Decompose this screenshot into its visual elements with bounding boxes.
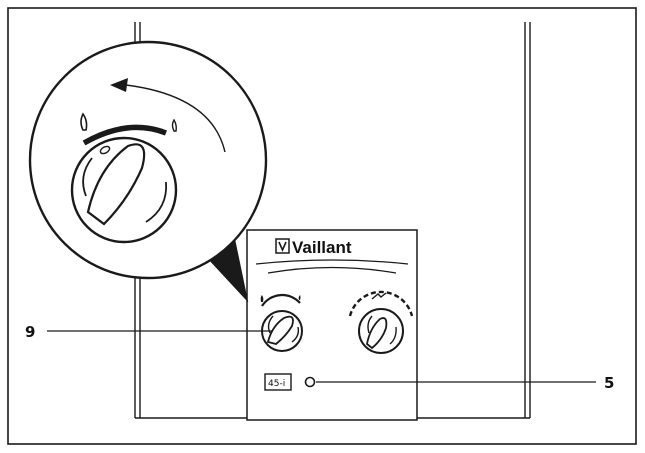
magnified-detail bbox=[28, 40, 268, 303]
magnified-knob bbox=[70, 136, 178, 244]
callout-9-label: 9 bbox=[25, 323, 35, 341]
large-flame-icon bbox=[260, 295, 264, 302]
callout-5: 5 bbox=[316, 374, 614, 392]
panel-groove-top bbox=[255, 259, 409, 265]
indicator-lamp bbox=[304, 376, 316, 388]
water-temperature-knob[interactable] bbox=[348, 290, 414, 354]
flame-scale-arc bbox=[82, 124, 168, 146]
callout-9: 9 bbox=[25, 323, 272, 341]
model-badge: 45-i bbox=[264, 373, 292, 391]
control-panel: Vaillant bbox=[246, 229, 418, 421]
magnified-knob-grip bbox=[86, 143, 146, 226]
brand-name: Vaillant bbox=[292, 238, 352, 257]
rotation-arc bbox=[125, 84, 226, 153]
callout-5-label: 5 bbox=[604, 374, 614, 392]
vaillant-logo: Vaillant bbox=[275, 238, 352, 257]
model-badge-text: 45-i bbox=[268, 379, 285, 389]
small-flame-icon bbox=[298, 295, 301, 300]
faucet-icon bbox=[371, 292, 387, 300]
rotation-arrow-icon bbox=[110, 78, 128, 92]
large-flame-detail-icon bbox=[80, 112, 88, 131]
knob-marker bbox=[99, 145, 111, 155]
panel-groove-bottom bbox=[267, 266, 397, 274]
outer-frame bbox=[7, 7, 637, 445]
small-flame-detail-icon bbox=[171, 118, 177, 132]
